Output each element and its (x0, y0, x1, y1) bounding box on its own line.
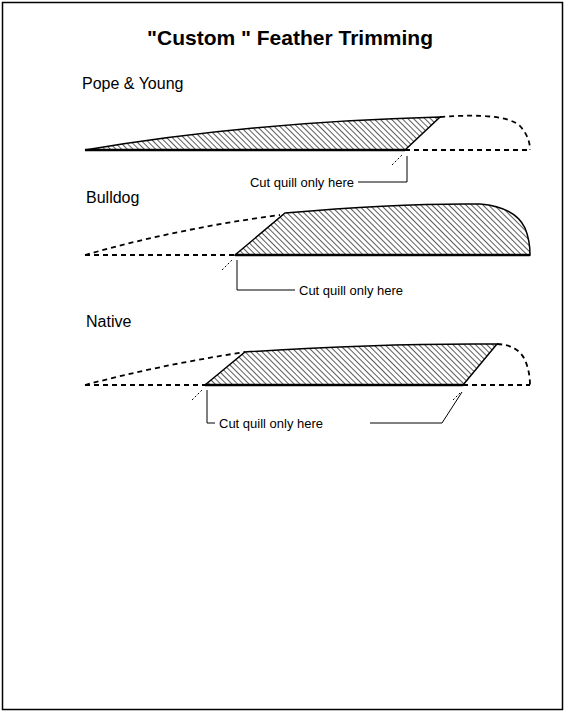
diagram-title: "Custom " Feather Trimming (147, 26, 433, 50)
cut-note: Cut quill only here (250, 176, 354, 191)
bulldog-feather (85, 204, 530, 290)
style-name: Bulldog (86, 189, 139, 207)
style-name: Pope & Young (82, 75, 183, 93)
pope-young-feather (85, 116, 530, 182)
cut-note: Cut quill only here (299, 284, 403, 299)
style-name: Native (86, 313, 131, 331)
native-feather (85, 344, 530, 423)
frame-border (3, 3, 563, 710)
cut-note: Cut quill only here (219, 417, 323, 432)
